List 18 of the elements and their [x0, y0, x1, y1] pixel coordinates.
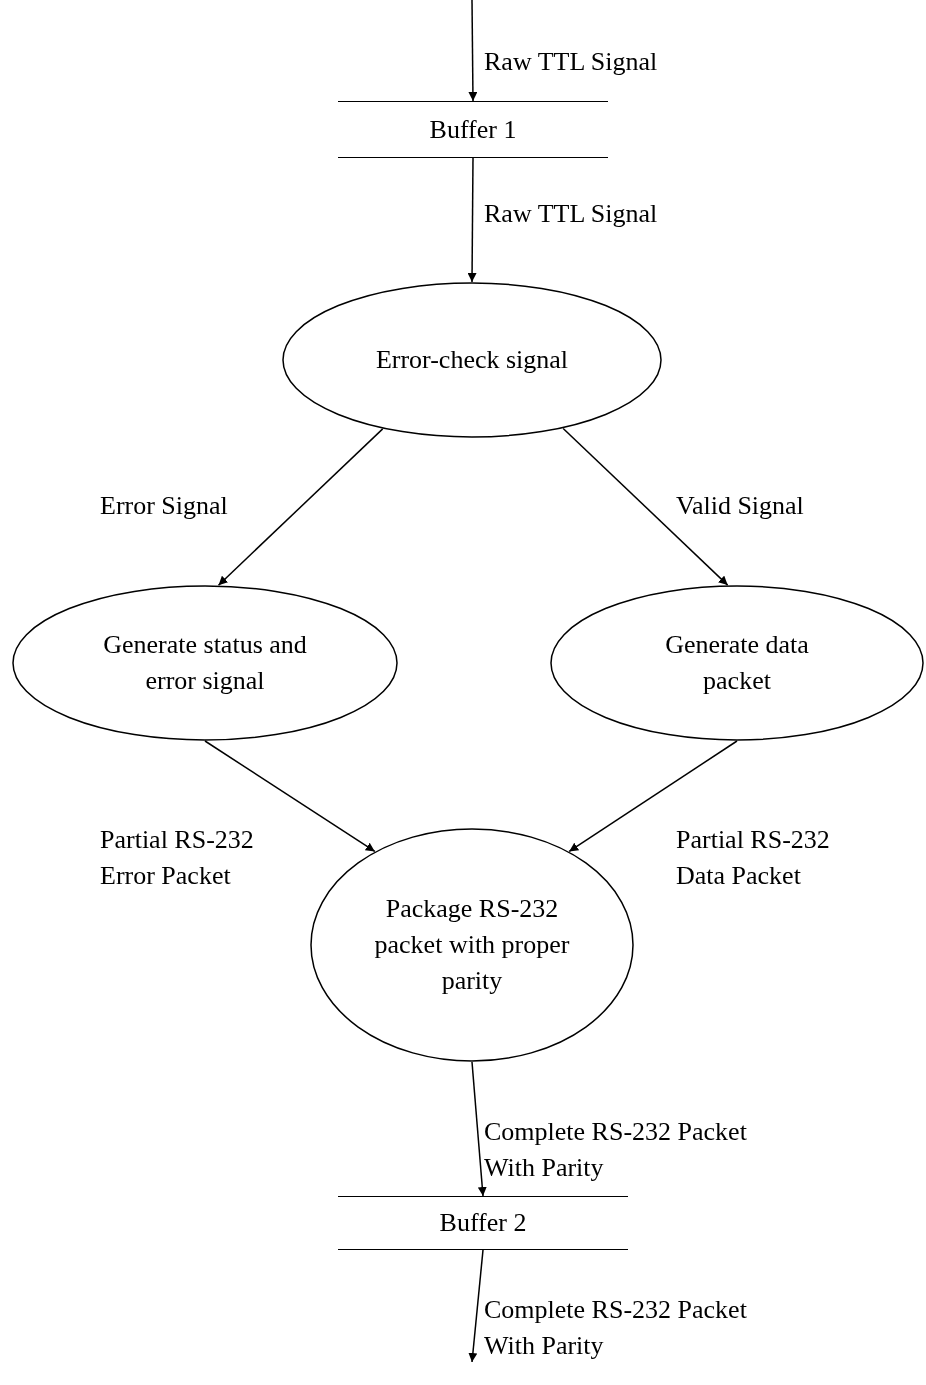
- arrow: [467, 157, 477, 283]
- store-label: Buffer 1: [428, 113, 518, 146]
- arrow: [468, 0, 478, 102]
- process-ellipse: [12, 585, 398, 741]
- arrow: [204, 740, 376, 853]
- process-ellipse: [282, 282, 662, 438]
- arrow: [568, 740, 738, 853]
- process-ellipse: [310, 828, 634, 1062]
- store-label: Buffer 2: [438, 1207, 528, 1239]
- arrow: [562, 427, 729, 586]
- process-label: Generate data packet: [664, 629, 810, 697]
- process-ellipse: [550, 585, 924, 741]
- process-label: Package RS-232 packet with proper parity: [373, 893, 571, 997]
- process-label: Error-check signal: [374, 344, 570, 376]
- arrow: [468, 1249, 484, 1363]
- process-label: Generate status and error signal: [102, 629, 308, 697]
- arrow: [217, 428, 384, 586]
- arrow: [471, 1061, 487, 1197]
